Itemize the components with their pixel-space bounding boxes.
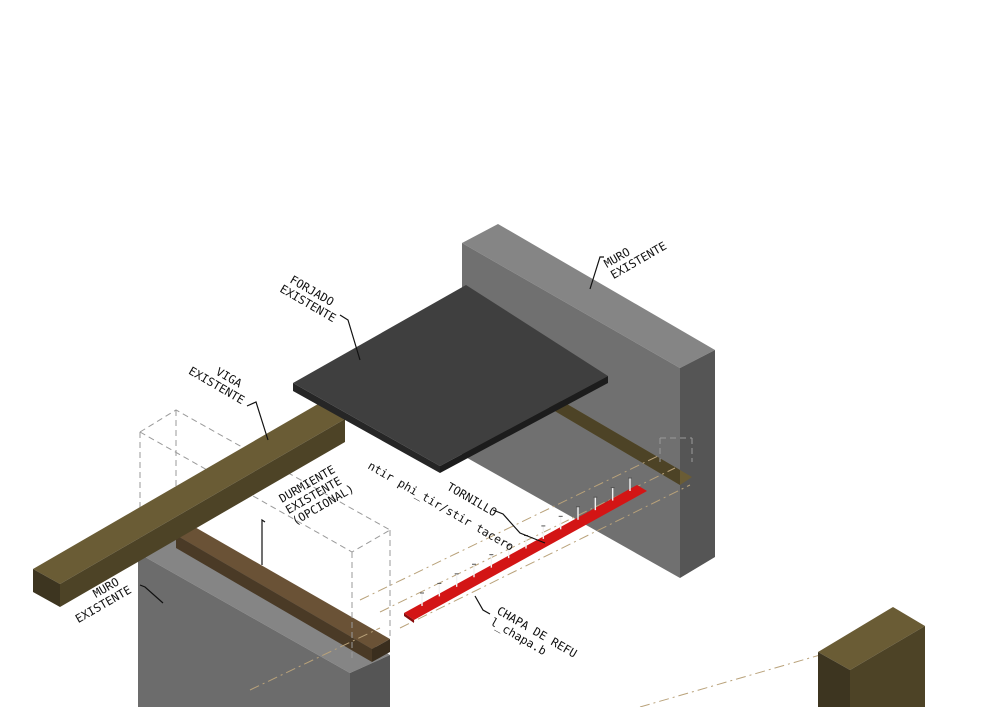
beam-side-face: [60, 419, 345, 607]
label-viga: VIGA EXISTENTE: [186, 364, 247, 407]
durmiente-existente: [176, 526, 390, 662]
label-muro-top: MURO EXISTENTE: [602, 239, 670, 282]
slab-top-face: [293, 285, 608, 466]
slab-front-edge: [293, 383, 440, 473]
wall-right-front-face: [462, 224, 715, 368]
wall-left-front-face: [138, 553, 350, 707]
muro-existente-left: [138, 534, 390, 707]
wall-left-side-face: [350, 655, 390, 707]
viga-existente: [33, 404, 345, 607]
beam-fragment-bottom-right: [818, 607, 925, 707]
slab-right-edge: [440, 376, 608, 473]
beam-back-end: [548, 393, 692, 485]
hidden-lines-wall: [659, 437, 693, 462]
beam-top-face: [33, 404, 345, 584]
wall-right-top-face: [680, 350, 715, 578]
leader-lines: [139, 256, 604, 615]
plate-face: [404, 485, 647, 620]
wall-left-top-face: [138, 534, 390, 673]
forjado-existente: [293, 285, 608, 473]
chapa-de-refuerzo: [404, 485, 647, 623]
label-chapa: CHAPA DE REFU l_chapa.b: [488, 603, 580, 660]
projection-lines: [249, 454, 821, 707]
label-forjado: FORJADO EXISTENTE: [278, 272, 339, 325]
beam-front-face: [33, 569, 60, 607]
